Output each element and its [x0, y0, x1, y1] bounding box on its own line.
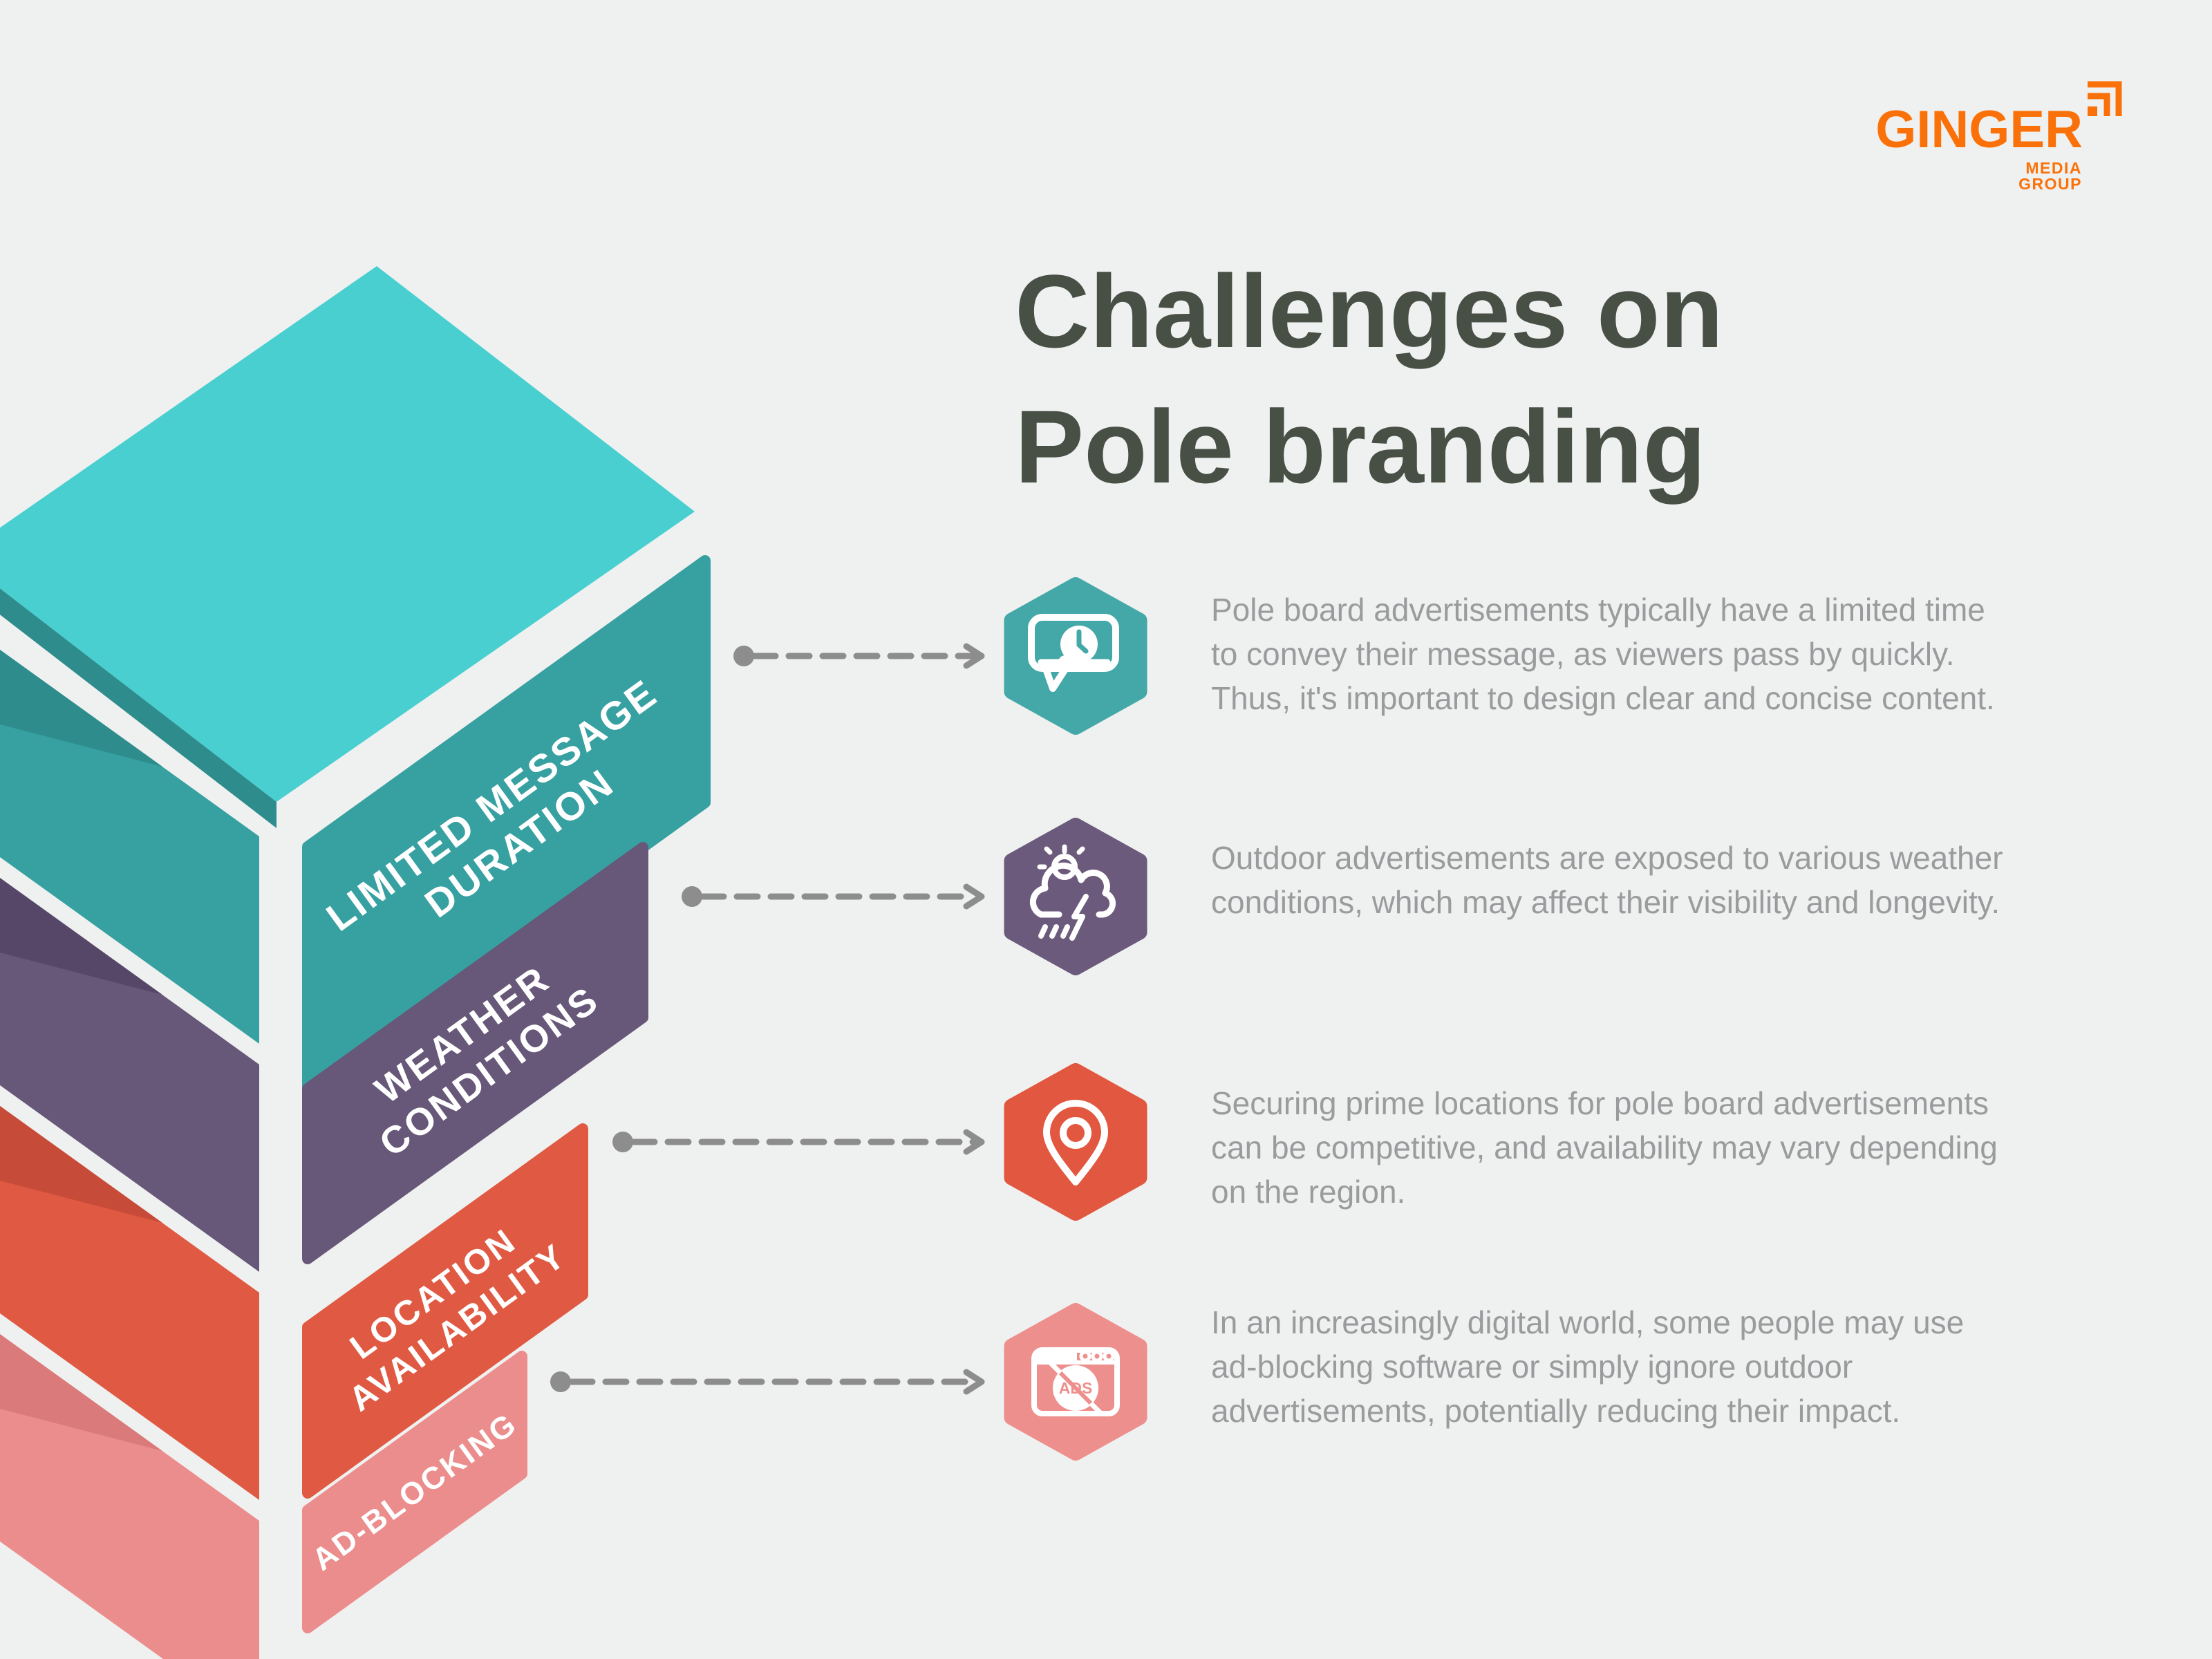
panel-ad-blocking — [302, 1351, 527, 1633]
connector-arrow-1 — [733, 643, 985, 669]
stack-top-shadow — [0, 588, 276, 828]
description-weather-conditions: Outdoor advertisements are exposed to va… — [1211, 840, 2003, 920]
left-face-pink-shadow — [0, 1334, 162, 1451]
ad-block-browser-icon: ADS — [1002, 1301, 1149, 1463]
connector-arrow-4 — [550, 1369, 985, 1395]
page-title-line1: Challenges on — [1015, 253, 1724, 369]
left-face-teal-shadow — [0, 650, 162, 767]
connector-arrow-2 — [682, 883, 985, 910]
connector-arrow-3 — [612, 1129, 985, 1155]
stack-top-face — [0, 266, 695, 802]
panel-location-availability — [302, 1123, 588, 1499]
logo-tagline-text: MEDIA GROUP — [2018, 159, 2082, 193]
left-face-red-shadow — [0, 1106, 162, 1223]
left-face-purple — [0, 878, 259, 1272]
page-title: Challenges on Pole branding — [1015, 243, 1723, 514]
left-face-purple-shadow — [0, 878, 162, 995]
storm-cloud-icon — [1002, 816, 1149, 977]
left-face-teal — [0, 650, 259, 1044]
description-limited-message-duration: Pole board advertisements typically have… — [1211, 592, 1995, 716]
left-face-red — [0, 1106, 259, 1500]
speech-bubble-clock-icon — [1002, 575, 1149, 737]
logo-mark-icon — [2088, 81, 2122, 116]
description-location-availability: Securing prime locations for pole board … — [1211, 1085, 1998, 1210]
logo-brand-text: GINGER — [1875, 100, 2083, 159]
page-title-line2: Pole branding — [1015, 388, 1707, 505]
panel-limited-message-duration — [302, 555, 711, 1094]
description-ad-blocking: In an increasingly digital world, some p… — [1211, 1304, 1965, 1429]
location-pin-icon — [1002, 1061, 1149, 1223]
panel-weather-conditions — [302, 842, 648, 1264]
